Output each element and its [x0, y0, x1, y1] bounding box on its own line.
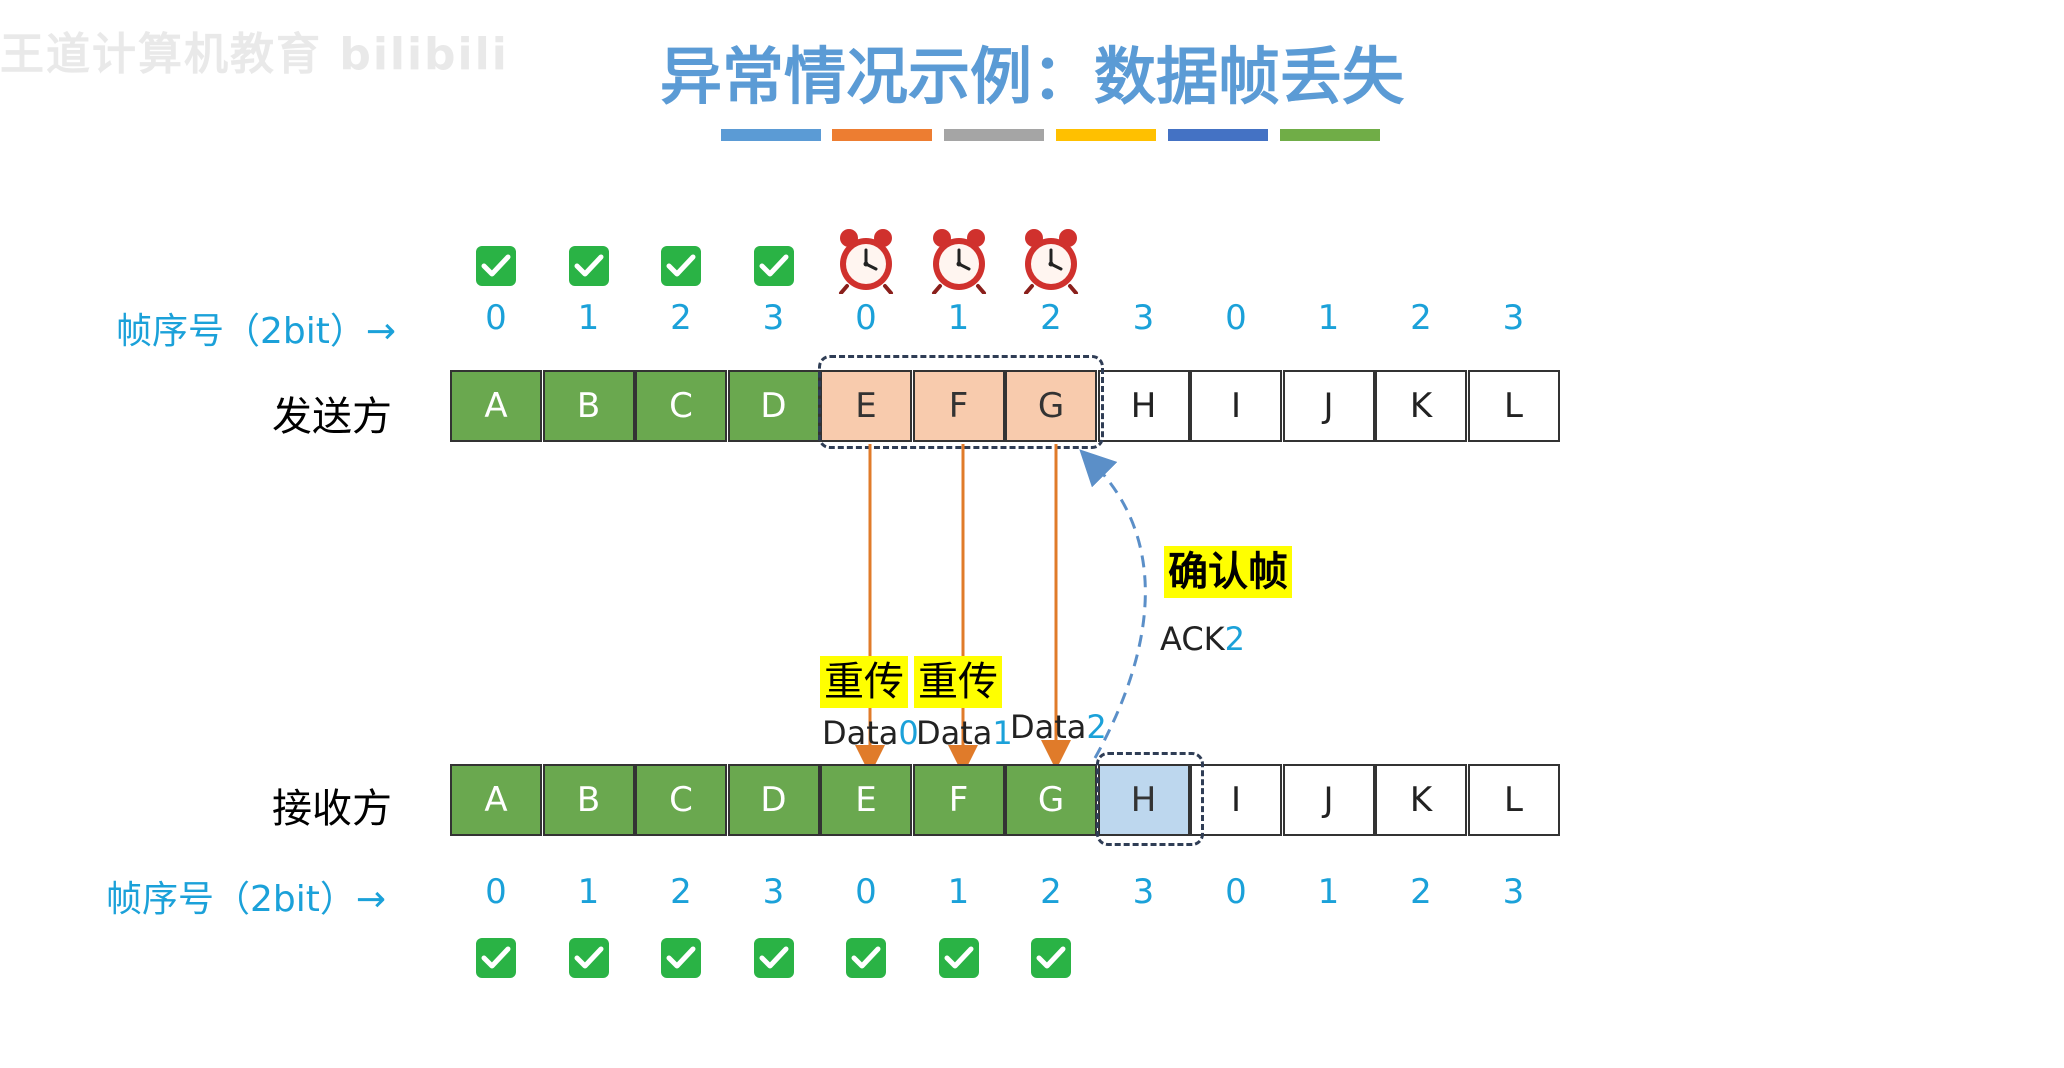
receiver-check-icon-6: [1031, 938, 1071, 978]
sender-alarm-clock-icon-6: [1020, 228, 1082, 298]
sender-frame-A: A: [450, 370, 542, 442]
sender-check-icon-1: [568, 246, 609, 286]
receiver-check-icon-3: [753, 938, 794, 978]
sender-check-icon-2: [661, 246, 701, 286]
sender-seq-num-10: 2: [1410, 298, 1432, 338]
retransmit-label-1: 重传: [914, 656, 1002, 708]
receiver-check-icon-4: [846, 938, 886, 978]
receiver-frame-D: D: [727, 764, 820, 836]
sender-frame-F: F: [912, 370, 1005, 442]
sender-frame-L: L: [1467, 370, 1560, 442]
receiver-frame-K: K: [1375, 764, 1467, 836]
receiver-frame-C: C: [635, 764, 727, 836]
sender-seq-label: 帧序号（2bit）→: [116, 311, 397, 352]
color-bar: [1168, 129, 1268, 141]
sender-seq-num-5: 1: [947, 298, 970, 338]
receiver-frame-I: I: [1190, 764, 1282, 836]
receiver-frame-L: L: [1467, 764, 1560, 836]
receiver-seq-label: 帧序号（2bit）→: [106, 879, 387, 920]
receiver-frame-G: G: [1005, 764, 1097, 836]
receiver-frame-H: H: [1097, 764, 1190, 836]
sender-seq-num-8: 0: [1225, 298, 1247, 338]
sender-frame-C: C: [635, 370, 727, 442]
receiver-seq-num-10: 2: [1410, 872, 1432, 912]
sender-alarm-clock-icon-5: [928, 228, 990, 298]
sender-frame-D: D: [727, 370, 820, 442]
receiver-check-icon-5: [938, 938, 979, 978]
sender-frame-G: G: [1005, 370, 1097, 442]
sender-seq-num-9: 1: [1317, 298, 1340, 338]
color-bar: [944, 129, 1044, 141]
sender-seq-num-3: 3: [762, 298, 785, 338]
data-label-2: Data2: [1010, 708, 1107, 746]
receiver-label: 接收方: [272, 786, 392, 832]
sender-seq-num-2: 2: [670, 298, 692, 338]
receiver-check-icon-0: [476, 938, 516, 978]
receiver-seq-num-3: 3: [762, 872, 785, 912]
receiver-seq-num-2: 2: [670, 872, 692, 912]
receiver-window: [1096, 752, 1204, 846]
receiver-check-icon-2: [661, 938, 701, 978]
retransmit-label-0: 重传: [820, 656, 908, 708]
receiver-seq-num-6: 2: [1040, 872, 1062, 912]
sender-label: 发送方: [272, 394, 392, 440]
ack-text: ACK: [1160, 620, 1225, 658]
receiver-frame-J: J: [1282, 764, 1375, 836]
watermark: 王道计算机教育 bilibili: [0, 29, 509, 80]
receiver-seq-num-8: 0: [1225, 872, 1247, 912]
color-bar: [721, 129, 821, 141]
sender-frame-E: E: [820, 370, 912, 442]
sender-frame-J: J: [1282, 370, 1375, 442]
sender-frame-K: K: [1375, 370, 1467, 442]
sender-seq-num-1: 1: [577, 298, 600, 338]
receiver-seq-num-11: 3: [1502, 872, 1525, 912]
ack-num: 2: [1224, 620, 1246, 658]
receiver-frame-F: F: [912, 764, 1005, 836]
sender-check-icon-0: [476, 246, 516, 286]
receiver-frame-E: E: [820, 764, 912, 836]
sender-seq-num-7: 3: [1132, 298, 1155, 338]
sender-seq-num-4: 0: [855, 298, 877, 338]
receiver-seq-num-5: 1: [947, 872, 970, 912]
data-label-0: Data0: [822, 714, 919, 752]
receiver-frame-A: A: [450, 764, 542, 836]
sender-frame-B: B: [542, 370, 635, 442]
sender-alarm-clock-icon-4: [835, 228, 897, 298]
sender-frame-H: H: [1097, 370, 1190, 442]
receiver-frame-B: B: [542, 764, 635, 836]
page-title: 异常情况示例：数据帧丢失: [659, 40, 1404, 113]
sender-frame-I: I: [1190, 370, 1282, 442]
sender-check-icon-3: [753, 246, 794, 286]
receiver-seq-num-4: 0: [855, 872, 877, 912]
data-label-1: Data1: [916, 714, 1013, 752]
sender-seq-num-0: 0: [485, 298, 507, 338]
ack-title: 确认帧: [1164, 546, 1292, 598]
ack-arrow: [1079, 449, 1147, 759]
sender-seq-num-11: 3: [1502, 298, 1525, 338]
sender-window: [818, 355, 1104, 449]
receiver-check-icon-1: [568, 938, 609, 978]
color-bar: [832, 129, 932, 141]
color-bar: [1056, 129, 1156, 141]
receiver-seq-num-0: 0: [485, 872, 507, 912]
receiver-seq-num-1: 1: [577, 872, 600, 912]
receiver-seq-num-7: 3: [1132, 872, 1155, 912]
receiver-seq-num-9: 1: [1317, 872, 1340, 912]
sender-seq-num-6: 2: [1040, 298, 1062, 338]
color-bar: [1280, 129, 1380, 141]
ack-label: ACK2: [1160, 620, 1245, 658]
